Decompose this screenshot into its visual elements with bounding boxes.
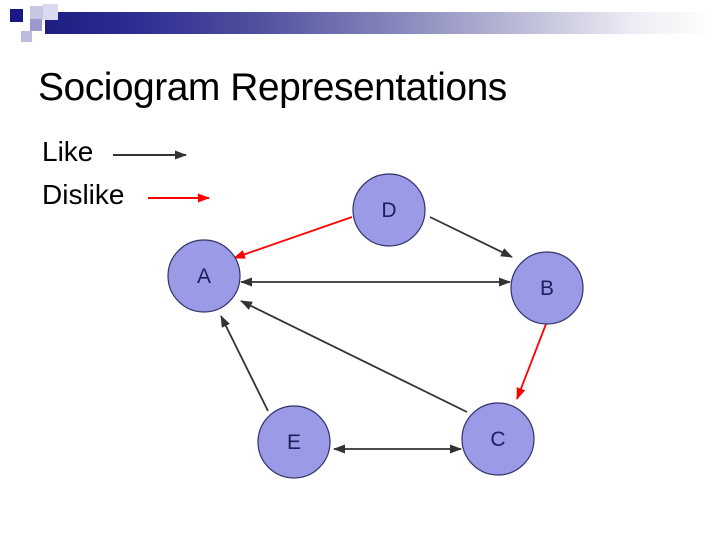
deco-square-pale [30, 6, 43, 19]
deco-square-light [43, 4, 58, 20]
deco-square-navy [10, 9, 23, 22]
edge-C-A [240, 300, 468, 413]
node-A-label: A [197, 265, 211, 288]
edge-D-A [233, 216, 353, 259]
node-C: C [461, 402, 535, 476]
node-D-circle [352, 173, 426, 247]
node-C-label: C [490, 428, 505, 451]
node-A-circle [167, 239, 241, 313]
deco-square-small [21, 31, 32, 42]
legend-label-like: Like [42, 136, 94, 167]
legend-label-dislike: Dislike [42, 179, 125, 210]
node-A: A [167, 239, 241, 313]
edge-B-C [516, 323, 547, 400]
node-B: B [510, 251, 584, 325]
edge-D-B [429, 216, 513, 258]
edge-E-A [220, 315, 269, 412]
node-E: E [257, 405, 331, 479]
node-D: D [352, 173, 426, 247]
node-C-circle [461, 402, 535, 476]
node-B-circle [510, 251, 584, 325]
node-B-label: B [540, 277, 554, 300]
slide-title: Sociogram Representations [38, 66, 507, 109]
node-E-circle [257, 405, 331, 479]
deco-square-medium [30, 19, 42, 31]
node-E-label: E [287, 431, 301, 454]
node-D-label: D [381, 199, 396, 222]
gradient-bar [45, 12, 712, 34]
